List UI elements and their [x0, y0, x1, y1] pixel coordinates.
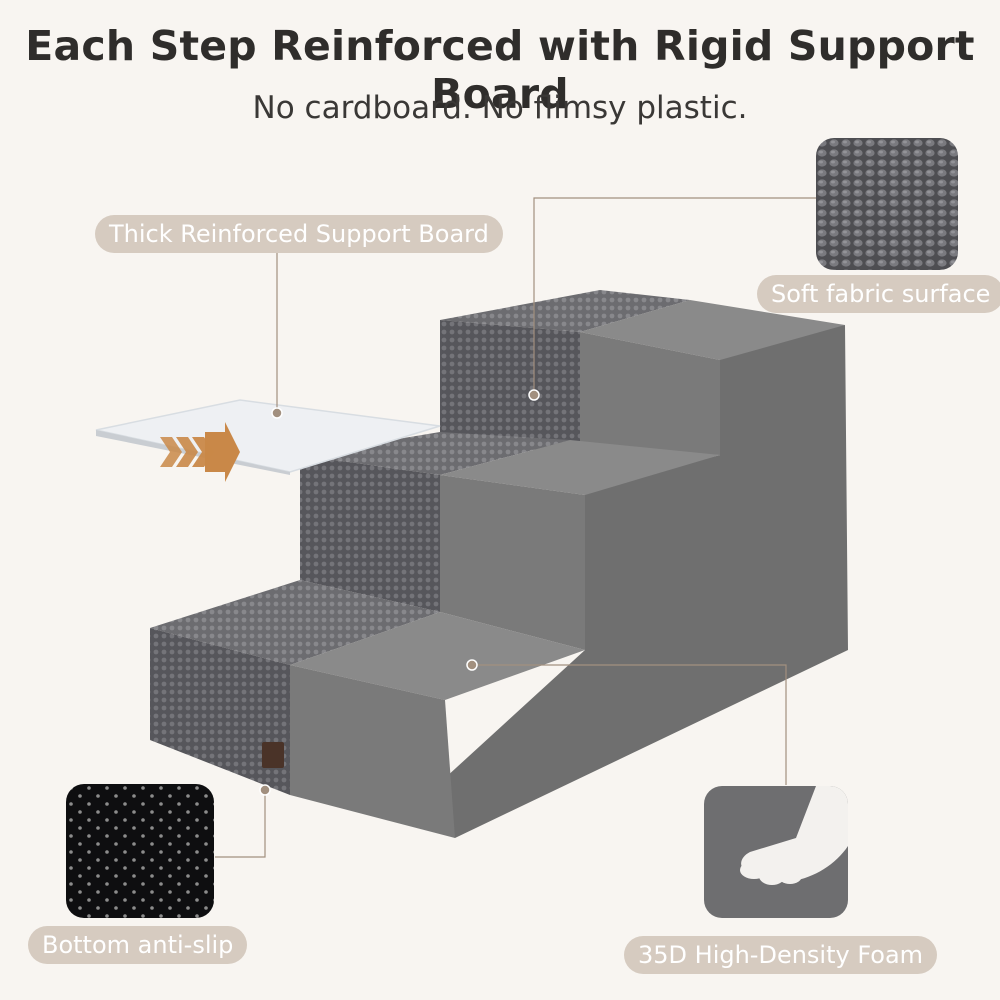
bottom-step-top-foam [290, 612, 585, 700]
callout-line-fabric [533, 197, 816, 395]
stairs-side-face [410, 325, 848, 838]
top-step-front-fabric [440, 320, 580, 452]
callout-line-foam [472, 664, 787, 785]
bottom-step-top-fabric [150, 580, 440, 665]
label-fabric-surface: Soft fabric surface [757, 275, 1000, 313]
bottom-step-front-fabric [150, 628, 290, 795]
label-foam: 35D High-Density Foam [624, 936, 938, 974]
middle-step-top-fabric [300, 432, 570, 475]
callout-dot-fabric [528, 389, 540, 401]
arrow-icon [160, 422, 240, 482]
callout-dot-support-board [271, 407, 283, 419]
middle-step-front-foam [440, 475, 585, 650]
top-step-top-fabric [440, 290, 690, 332]
callout-line-anti-slip [215, 790, 266, 858]
bottom-step-front-foam [290, 665, 455, 838]
label-support-board: Thick Reinforced Support Board [95, 215, 503, 253]
brand-tag [262, 742, 284, 768]
anti-slip-texture-thumbnail [66, 784, 214, 918]
label-anti-slip: Bottom anti-slip [28, 926, 248, 964]
page-subtitle: No cardboard. No flimsy plastic. [252, 90, 748, 126]
middle-step-front-fabric [300, 455, 440, 612]
page-title: Each Step Reinforced with Rigid Support … [25, 22, 975, 118]
paw-icon [740, 786, 848, 885]
top-step-top-foam [580, 300, 845, 360]
callout-dot-anti-slip [259, 784, 271, 796]
middle-step-top-foam [440, 440, 720, 495]
fabric-texture-thumbnail [816, 138, 958, 270]
top-step-front-foam [580, 332, 720, 455]
callout-dot-foam [466, 659, 478, 671]
foam-paw-thumbnail [704, 786, 848, 918]
